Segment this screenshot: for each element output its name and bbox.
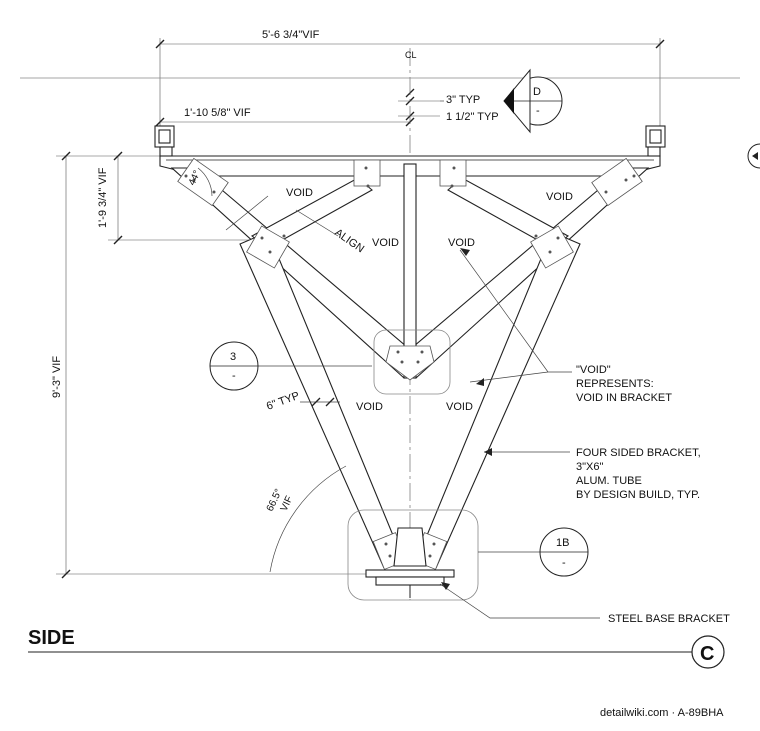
void-label-low-right: VOID	[446, 401, 473, 413]
dim-plate-thickness: 3" TYP	[446, 94, 480, 106]
void-note-line-2: REPRESENTS:	[576, 378, 654, 390]
bracket-note-line-4: BY DESIGN BUILD, TYP.	[576, 489, 700, 501]
view-title-block: SIDE C	[28, 627, 725, 669]
base-note: STEEL BASE BRACKET	[608, 613, 730, 625]
callout-d[interactable]: D -	[503, 68, 563, 134]
void-label-low-left: VOID	[356, 401, 383, 413]
bracket-note-line-2: 3"X6"	[576, 461, 603, 473]
callout-d-id: D	[533, 86, 541, 98]
callout-1b-sheet: -	[562, 557, 566, 569]
void-label-upper-right: VOID	[546, 191, 573, 203]
view-title: SIDE	[28, 627, 75, 649]
dimension-lines	[56, 38, 665, 579]
title-marker-circle	[691, 635, 725, 669]
center-node-outline	[373, 329, 451, 395]
base-plate	[365, 569, 455, 578]
leader-lines	[197, 100, 600, 619]
dim-overall-width: 5'-6 3/4"VIF	[262, 29, 320, 41]
callout-1b[interactable]: 1B -	[539, 527, 589, 577]
title-marker: C	[700, 643, 714, 665]
notes: "VOID" REPRESENTS: VOID IN BRACKET FOUR …	[576, 364, 730, 625]
watermark: detailwiki.com · A-89BHA	[600, 707, 724, 719]
void-label-upper-left: VOID	[286, 187, 313, 199]
dim-tube-width: 6" TYP	[265, 390, 301, 413]
dim-plate-offset: 1 1/2" TYP	[446, 111, 499, 123]
void-note-line-1: "VOID"	[576, 364, 611, 376]
callout-3[interactable]: 3 -	[209, 341, 259, 391]
bracket-structure	[154, 125, 666, 601]
base-stem	[393, 527, 427, 567]
void-note-line-3: VOID IN BRACKET	[576, 392, 672, 404]
bracket-note-line-3: ALUM. TUBE	[576, 475, 642, 487]
void-label-mid-right: VOID	[448, 237, 475, 249]
void-label-mid-left: VOID	[372, 237, 399, 249]
dim-top-offset: 1'-10 5/8" VIF	[184, 107, 251, 119]
dim-upper-height: 1'-9 3/4" VIF	[97, 167, 109, 228]
centerline-symbol: CL	[405, 50, 417, 60]
dim-overall-height: 9'-3" VIF	[51, 356, 63, 398]
callout-1b-id: 1B	[556, 537, 569, 549]
callout-3-id: 3	[230, 351, 236, 363]
void-labels: VOID VOID VOID VOID VOID VOID ALIGN	[286, 187, 573, 413]
callout-d-sheet: -	[536, 105, 540, 117]
base-node-outline	[347, 509, 479, 601]
bracket-note-line-1: FOUR SIDED BRACKET,	[576, 447, 701, 459]
callout-3-sheet: -	[232, 370, 236, 382]
align-label: ALIGN	[332, 227, 366, 256]
